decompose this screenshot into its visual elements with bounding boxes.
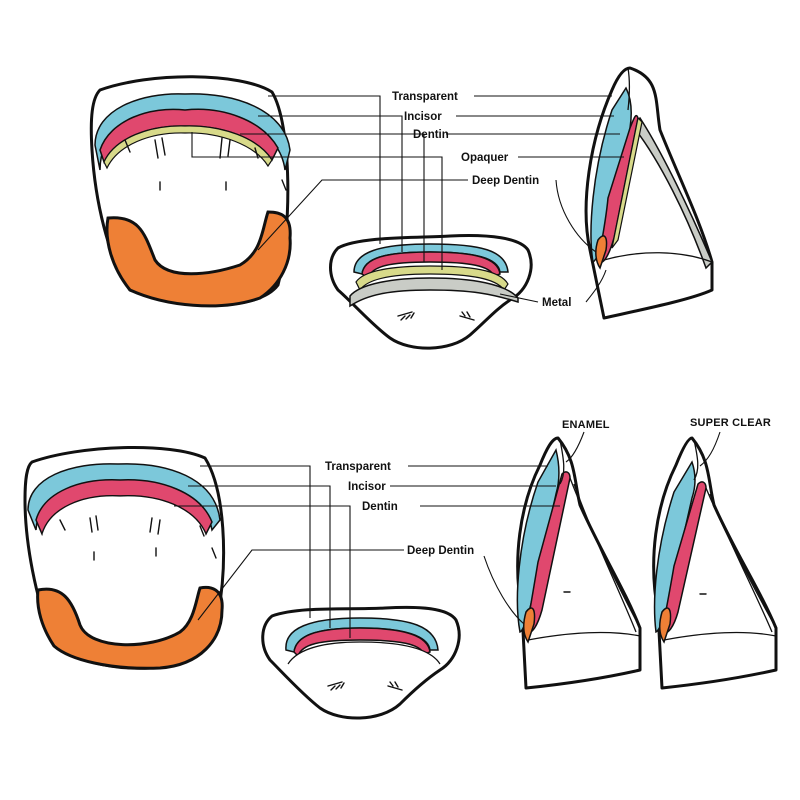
bottom-cross-section — [261, 605, 461, 720]
label-metal: Metal — [542, 297, 571, 309]
label-incisor: Incisor — [348, 481, 386, 493]
transparent-layer — [516, 447, 560, 634]
top-cross-section — [329, 234, 533, 350]
bottom-leader-lines — [174, 431, 721, 638]
opaquer-layer — [355, 265, 509, 292]
label-transparent: Transparent — [392, 91, 458, 103]
label-deep-dentin: Deep Dentin — [472, 175, 539, 187]
bottom-front-tooth — [23, 446, 226, 670]
dentin-layer — [41, 495, 207, 535]
metal-layer — [630, 116, 713, 270]
label-super-clear: SUPER CLEAR — [690, 417, 771, 429]
deep-dentin-layer — [659, 607, 672, 644]
label-enamel: ENAMEL — [562, 419, 610, 431]
top-leader-lines — [191, 95, 624, 303]
bottom-labels: Transparent Incisor Dentin Deep Dentin E… — [325, 417, 771, 557]
label-deep-dentin: Deep Dentin — [407, 545, 474, 557]
label-incisor: Incisor — [404, 111, 442, 123]
dentin-layer — [287, 641, 441, 665]
label-opaquer: Opaquer — [461, 152, 509, 164]
opaquer-layer — [611, 116, 643, 249]
incisor-layer — [661, 481, 707, 634]
opaquer-layer — [103, 125, 273, 170]
incisor-layer — [525, 471, 571, 634]
incisor-layer — [361, 251, 501, 280]
top-side-tooth — [584, 66, 714, 320]
deep-dentin-layer — [105, 210, 292, 308]
label-transparent: Transparent — [325, 461, 391, 473]
bottom-side-tooth-super-clear — [652, 436, 778, 690]
deep-dentin-layer — [36, 585, 224, 670]
top-row: Transparent Incisor Dentin Opaquer Deep … — [89, 66, 714, 350]
transparent-layer — [653, 460, 696, 634]
bottom-side-tooth-enamel — [516, 436, 642, 690]
top-front-tooth — [89, 75, 292, 308]
bottom-row: Transparent Incisor Dentin Deep Dentin E… — [23, 417, 778, 720]
incisor-layer — [597, 114, 639, 264]
metal-layer — [349, 277, 519, 308]
incisor-layer — [293, 627, 431, 658]
mamelon-marks — [124, 137, 287, 191]
label-dentin: Dentin — [413, 129, 449, 141]
label-dentin: Dentin — [362, 501, 398, 513]
deep-dentin-layer — [595, 235, 608, 270]
transparent-layer — [590, 86, 632, 264]
top-labels: Transparent Incisor Dentin Opaquer Deep … — [392, 91, 571, 309]
mamelon-marks — [59, 515, 217, 561]
